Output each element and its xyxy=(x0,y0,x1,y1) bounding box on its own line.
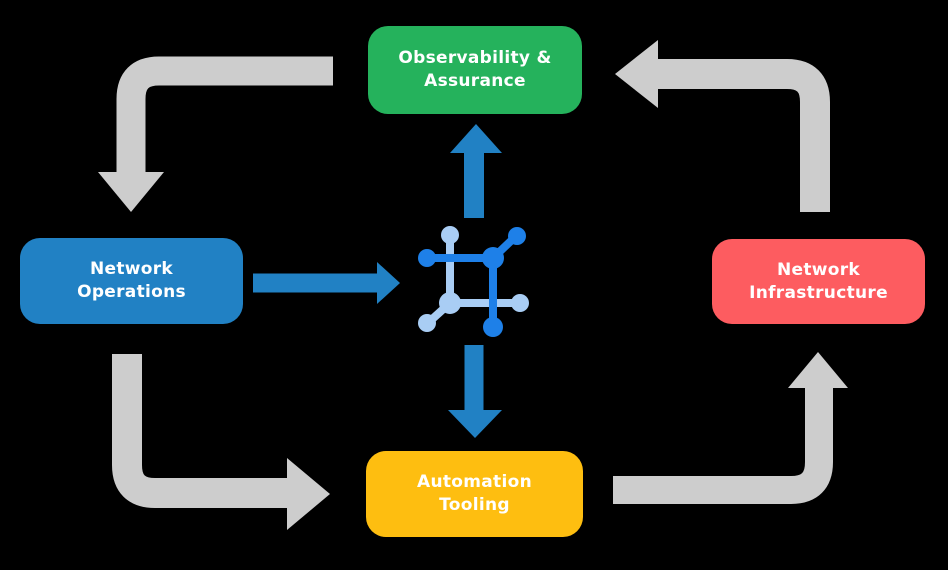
arrow-core-to-automation xyxy=(448,345,502,438)
node-automation-tooling-label: Automation Tooling xyxy=(417,472,532,515)
node-network-operations-label: Network Operations xyxy=(77,259,186,302)
arrow-infrastructure-to-observability xyxy=(615,40,830,212)
node-observability-assurance: Observability & Assurance xyxy=(368,26,582,114)
arrow-operations-to-automation xyxy=(112,354,330,530)
node-network-infrastructure-label: Network Infrastructure xyxy=(749,259,888,303)
arrow-operations-to-core xyxy=(253,262,400,304)
arrow-observability-to-operations xyxy=(98,56,333,212)
node-network-infrastructure: Network Infrastructure xyxy=(712,239,925,324)
node-observability-assurance-label: Observability & Assurance xyxy=(398,48,552,91)
node-automation-tooling: Automation Tooling xyxy=(366,451,583,537)
node-network-operations: Network Operations xyxy=(20,238,243,324)
arrow-core-to-observability xyxy=(450,124,502,218)
arrow-automation-to-infrastructure xyxy=(613,352,848,504)
network-core-mesh-icon xyxy=(418,226,529,337)
